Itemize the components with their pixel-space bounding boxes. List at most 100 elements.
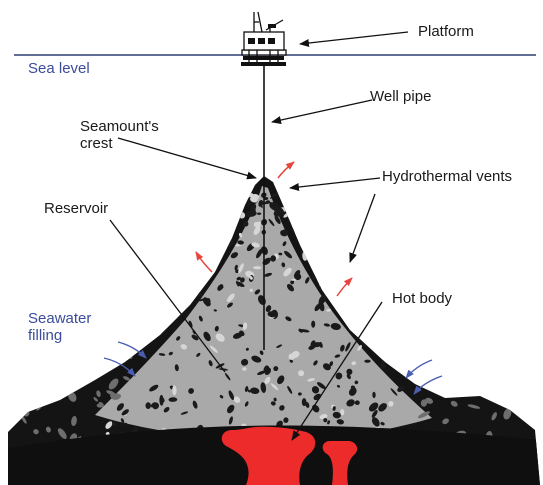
rock-speck bbox=[106, 347, 112, 351]
rock-speck bbox=[492, 387, 504, 399]
well-pipe-pointer bbox=[272, 100, 372, 122]
rock-speck bbox=[417, 371, 428, 378]
rock-speck bbox=[311, 222, 319, 230]
rock-speck bbox=[147, 308, 157, 319]
rock-speck bbox=[355, 291, 362, 300]
rock-speck bbox=[429, 348, 441, 353]
rock-speck bbox=[123, 312, 131, 320]
rock-speck bbox=[310, 230, 317, 241]
rock-speck bbox=[103, 321, 116, 334]
rock-speck bbox=[135, 295, 151, 309]
rock-speck bbox=[143, 285, 152, 300]
rock-speck bbox=[188, 272, 192, 276]
rock-speck bbox=[415, 376, 426, 385]
reservoir-label: Reservoir bbox=[44, 200, 108, 217]
rock-speck bbox=[325, 247, 333, 255]
rock-speck bbox=[442, 352, 455, 366]
rock-speck bbox=[136, 321, 147, 334]
rock-speck bbox=[356, 310, 361, 316]
rock-speck bbox=[487, 390, 498, 401]
rock-speck bbox=[453, 370, 459, 375]
pore bbox=[226, 229, 234, 235]
rock-speck bbox=[60, 361, 64, 370]
rock-speck bbox=[91, 325, 101, 335]
rock-speck bbox=[382, 322, 388, 328]
rock-speck bbox=[445, 344, 454, 349]
rock-speck bbox=[307, 231, 315, 239]
rock-speck bbox=[421, 340, 431, 352]
pore bbox=[186, 285, 197, 295]
rock-speck bbox=[312, 229, 323, 240]
rock-speck bbox=[136, 315, 140, 321]
rock-speck bbox=[367, 318, 375, 333]
rock-speck bbox=[349, 299, 359, 311]
rock-speck bbox=[106, 344, 119, 353]
rock-speck bbox=[331, 234, 339, 243]
rock-speck bbox=[157, 267, 165, 273]
pore bbox=[299, 235, 310, 244]
platform-pointer bbox=[300, 32, 408, 44]
rock-speck bbox=[336, 266, 347, 277]
seamount-crest-label: Seamount's crest bbox=[80, 118, 159, 152]
rock-speck bbox=[217, 206, 227, 217]
rock-speck bbox=[213, 221, 222, 230]
platform-structure bbox=[241, 12, 286, 66]
rock-speck bbox=[363, 292, 369, 298]
rock-speck bbox=[43, 372, 53, 381]
rock-speck bbox=[164, 272, 178, 286]
rock-speck bbox=[183, 263, 198, 276]
rock-speck bbox=[408, 346, 416, 353]
rock-speck bbox=[211, 223, 220, 231]
hot-body-label: Hot body bbox=[392, 290, 452, 307]
rock-speck bbox=[414, 339, 419, 348]
rock-speck bbox=[435, 360, 444, 367]
pore bbox=[214, 246, 219, 251]
rock-speck bbox=[215, 202, 226, 215]
rock-speck bbox=[77, 357, 88, 368]
rock-speck bbox=[407, 346, 416, 357]
rock-speck bbox=[154, 293, 163, 300]
rock-speck bbox=[304, 216, 318, 225]
rock-speck bbox=[289, 201, 303, 215]
rock-speck bbox=[168, 253, 178, 263]
pore bbox=[308, 247, 316, 258]
rock-speck bbox=[442, 339, 446, 344]
rock-speck bbox=[490, 389, 500, 399]
rock-speck bbox=[401, 318, 415, 326]
rock-speck bbox=[473, 377, 481, 388]
pore bbox=[311, 321, 315, 328]
rock-speck bbox=[407, 329, 418, 339]
rock-speck bbox=[118, 352, 128, 362]
well-pipe-label: Well pipe bbox=[370, 88, 431, 105]
rock-speck bbox=[310, 218, 320, 228]
rock-speck bbox=[379, 330, 386, 339]
rock-speck bbox=[176, 262, 186, 270]
rock-speck bbox=[201, 224, 207, 228]
rock-speck bbox=[362, 269, 370, 277]
rock-speck bbox=[54, 371, 64, 384]
rock-speck bbox=[385, 317, 396, 323]
sea-level-label: Sea level bbox=[28, 60, 90, 77]
rock-speck bbox=[13, 410, 25, 418]
rock-speck bbox=[426, 366, 434, 374]
rock-speck bbox=[326, 239, 338, 250]
rock-speck bbox=[297, 201, 304, 208]
pore bbox=[217, 237, 226, 246]
pore bbox=[146, 402, 151, 409]
rock-speck bbox=[147, 279, 156, 287]
rock-speck bbox=[0, 428, 6, 433]
rock-speck bbox=[309, 239, 323, 248]
rock-speck bbox=[176, 291, 183, 304]
pore bbox=[219, 241, 224, 246]
rock-speck bbox=[162, 279, 169, 285]
rock-speck bbox=[394, 353, 403, 361]
hydrothermal-vents-pointer-2 bbox=[350, 194, 375, 262]
rock-speck bbox=[91, 332, 98, 338]
rock-speck bbox=[193, 233, 206, 238]
rock-speck bbox=[361, 317, 366, 323]
pore bbox=[211, 262, 217, 268]
pore bbox=[302, 251, 308, 261]
rock-speck bbox=[15, 398, 20, 410]
platform-label: Platform bbox=[418, 23, 474, 40]
rock-speck bbox=[439, 350, 447, 358]
